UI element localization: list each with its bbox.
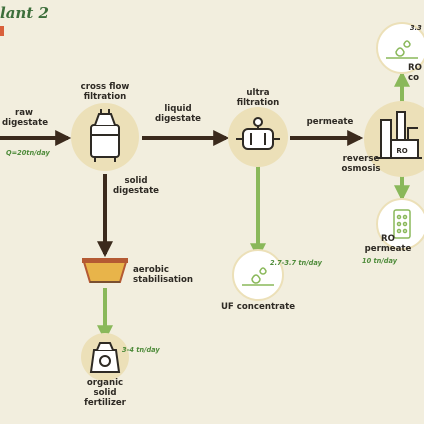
qty-organic: 3-4 tn/day [122,346,160,354]
qty-ro-permeate: 10 tn/day [362,257,397,265]
membrane-module-icon [236,117,280,150]
filter-tank-icon [90,109,120,162]
label-ro-concentrate: RO co [408,63,422,83]
ro-plant-icon [376,111,422,159]
water-cartridge-icon [393,209,411,239]
drops-icon [386,40,418,59]
label-solid-digestate: solid digestate [112,176,160,196]
qty-ro-concentrate: 3.3 [410,24,422,32]
label-reverse-osmosis: reverse osmosis [341,154,381,174]
ro-unit-text: RO [396,147,408,155]
label-cross-flow: cross flow filtration [80,82,130,102]
diagram-title: lant 2 [0,4,49,22]
label-organic: organic solid fertilizer [84,378,126,408]
qty-uf-concentrate: 2.7-3.7 tn/day [270,259,322,267]
label-uf-concentrate: UF concentrate [220,302,296,312]
label-aerobic: aerobic stabilisation [133,265,194,285]
compost-basin-icon [82,258,128,283]
label-ro-permeate: RO permeate [364,234,412,254]
uf-concentrate-circle [232,249,284,301]
label-permeate: permeate [306,117,354,127]
label-raw-digestate: raw digestate [2,108,49,128]
drops-icon [242,267,274,286]
title-accent-mark [0,26,4,36]
label-liquid-digestate: liquid digestate [154,104,202,124]
qty-raw-flow: Q=20tn/day [6,149,50,157]
label-ultra-filtration: ultra filtration [236,88,280,108]
fertilizer-sack-icon [89,342,121,373]
